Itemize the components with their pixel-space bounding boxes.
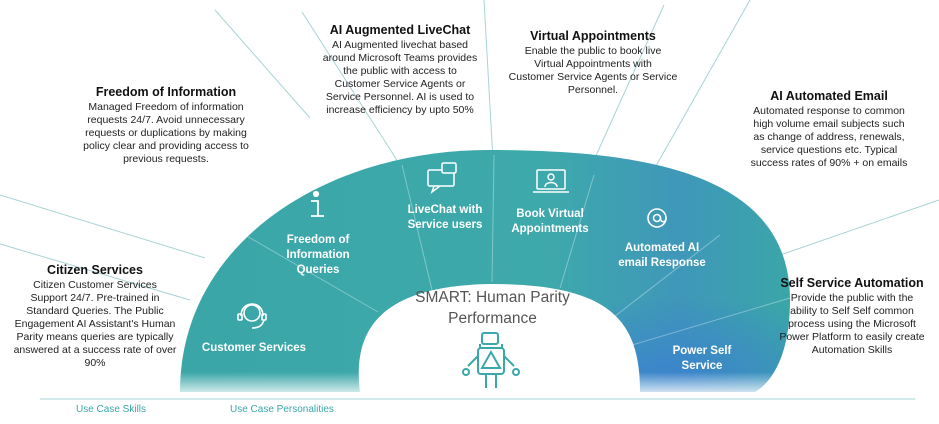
callout-line: Automated response to common [753,105,905,117]
center-arch [358,284,640,392]
segment-dividers [244,154,791,346]
callout-line: the public with access to [343,65,457,77]
segment-label-line: Customer Services [201,342,307,354]
segment-label-line: Power Self [672,345,732,357]
callout-line: process using the Microsoft [788,318,916,330]
callout-line: success rates of 90% + on emails [750,157,908,169]
segment-label-line: Service [681,360,723,372]
callout-self-service-automation: Self Service Automation Provide the publ… [766,276,938,357]
callout-title: AI Automated Email [770,89,888,103]
callout-line: increase efficiency by upto 50% [326,104,474,116]
footer-use-case-skills: Use Case Skills [76,404,147,415]
callout-title: Self Service Automation [780,276,924,290]
callout-virtual-appointments: Virtual Appointments Enable the public t… [500,29,686,97]
callout-ai-automated-email: AI Automated Email Automated response to… [736,89,922,170]
callout-description: Enable the public to book live Virtual A… [500,45,686,97]
callout-description: Automated response to common high volume… [736,105,922,170]
callout-line: Parity means queries are typically [16,331,174,343]
callout-line: Automation Skills [811,344,893,356]
callout-line: Customer Service Agents or [334,78,466,90]
blue-glow [180,150,790,392]
callout-freedom-of-information: Freedom of Information Managed Freedom o… [66,85,266,166]
segment-label-line: Service users [407,219,483,231]
footer-use-case-personalities: Use Case Personalities [230,404,334,415]
callout-title: Virtual Appointments [530,29,656,43]
callout-line: requests 24/7. Avoid unnecessary [87,114,245,126]
segment-label-line: Freedom of [286,234,350,246]
callout-line: service questions etc. Typical [760,144,898,156]
callout-line: requests or duplications by making [85,127,247,139]
callout-ai-augmented-livechat: AI Augmented LiveChat AI Augmented livec… [310,23,490,117]
segment-label-line: Information [286,249,350,261]
callout-line: Provide the public with the [790,292,914,304]
callout-description: Citizen Customer Services Support 24/7. … [2,279,188,370]
segment-label-customer-services: Customer Services [198,341,310,356]
callout-line: Virtual Appointments with [534,58,652,70]
segment-label-line: Book Virtual [516,208,584,220]
callout-line: Standard Queries. The Public [26,305,164,317]
callout-line: high volume email subjects such [753,118,905,130]
callout-line: Citizen Customer Services [33,279,157,291]
callout-line: answered at a success rate of over [13,344,177,356]
segment-label-line: email Response [618,257,706,269]
radiating-lines [0,0,939,301]
center-title-line: Performance [448,310,537,327]
callout-line: Customer Service Agents or Service [508,71,678,83]
segment-label-book-virtual: Book Virtual Appointments [504,207,596,237]
headset-icon [237,303,267,329]
callout-line: around Microsoft Teams provides [322,52,478,64]
segment-label-line: Automated AI [624,242,700,254]
segment-label-automated-email: Automated AI email Response [612,241,712,271]
chat-bubble-icon [427,162,457,195]
callout-line: Support 24/7. Pre-trained in [30,292,160,304]
segment-label-foi-queries: Freedom of Information Queries [276,233,360,278]
callout-line: 90% [84,357,106,369]
callout-line: previous requests. [123,153,209,165]
robot-icon [462,332,520,388]
segment-label-line: Appointments [511,223,589,235]
video-call-icon [533,169,569,193]
callout-description: Managed Freedom of information requests … [66,101,266,166]
callout-line: policy clear and providing access to [83,140,249,152]
segment-label-livechat: LiveChat with Service users [400,203,490,233]
callout-line: as change of address, renewals, [753,131,905,143]
callout-title: Freedom of Information [95,85,237,99]
at-sign-icon [647,208,667,228]
callout-citizen-services: Citizen Services Citizen Customer Servic… [2,263,188,370]
segment-label-power-self-service: Power Self Service [664,344,740,374]
callout-line: Managed Freedom of information [88,101,244,113]
callout-description: AI Augmented livechat based around Micro… [310,39,490,117]
segment-label-line: Queries [296,264,340,276]
segment-label-line: LiveChat with [407,204,483,216]
callout-description: Provide the public with the ability to S… [766,292,938,357]
callout-line: Enable the public to book live [524,45,662,57]
callout-title: Citizen Services [47,263,143,277]
callout-line: Engagement AI Assistant's Human [14,318,176,330]
callout-line: Service Personnel. AI is used to [325,91,475,103]
callout-line: ability to Self Self common [790,305,914,317]
callout-line: Power Platform to easily create [779,331,925,343]
callout-line: AI Augmented livechat based [331,39,468,51]
center-title: SMART: Human Parity Performance [395,287,590,329]
callout-title: AI Augmented LiveChat [329,23,471,37]
center-title-line: SMART: Human Parity [415,289,570,306]
callout-line: Personnel. [567,84,619,96]
info-icon [311,190,324,217]
